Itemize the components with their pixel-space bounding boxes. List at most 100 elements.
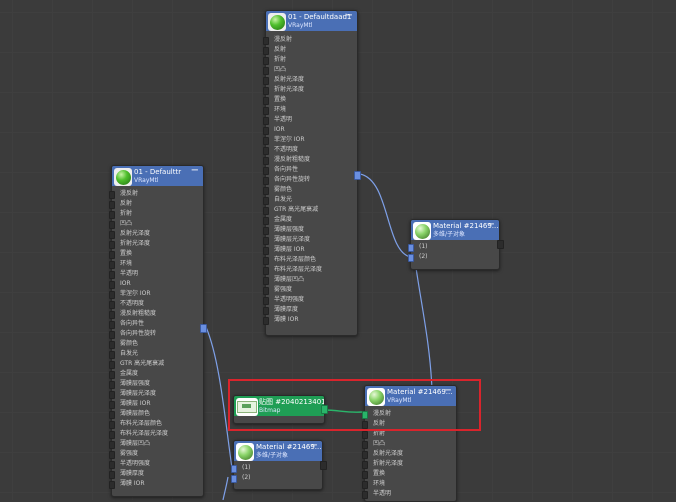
slot[interactable]: 薄膜厚度	[109, 469, 203, 479]
slot[interactable]: 反射	[263, 45, 357, 55]
slot[interactable]: IOR	[109, 279, 203, 289]
slot[interactable]: 折射	[109, 209, 203, 219]
slot[interactable]: (2)	[408, 252, 499, 262]
slot[interactable]: 折射光泽度	[362, 459, 456, 469]
slot[interactable]: 薄膜层凹凸	[109, 439, 203, 449]
slot[interactable]: 折射	[263, 55, 357, 65]
node-bitmap[interactable]: 贴图 #2040213401 ... Bitmap	[233, 395, 328, 424]
minus-icon[interactable]: −	[344, 10, 353, 21]
slot[interactable]: 凹凸	[263, 65, 357, 75]
slot[interactable]: 布料光泽层光泽度	[263, 265, 357, 275]
slot[interactable]: 不透明度	[263, 145, 357, 155]
slot[interactable]: 菲涅尔 IOR	[109, 289, 203, 299]
slot[interactable]: 自发光	[263, 195, 357, 205]
slot[interactable]: 漫反射粗糙度	[109, 309, 203, 319]
slot[interactable]: GTR 高光尾衰减	[263, 205, 357, 215]
slot[interactable]: 薄膜层凹凸	[263, 275, 357, 285]
slot[interactable]: 折射光泽度	[109, 239, 203, 249]
slot[interactable]: 折射光泽度	[263, 85, 357, 95]
slot[interactable]: 布料光泽层颜色	[263, 255, 357, 265]
slot[interactable]: 折射	[362, 429, 456, 439]
minus-icon[interactable]: −	[443, 385, 452, 396]
output-socket[interactable]	[321, 405, 328, 414]
wire-left-to-multi-bottom	[205, 326, 233, 469]
slot[interactable]: 薄膜厚度	[263, 305, 357, 315]
slot[interactable]: (1)	[231, 463, 322, 473]
output-socket[interactable]	[200, 324, 207, 333]
slot[interactable]: 环境	[362, 479, 456, 489]
slot[interactable]: IOR	[263, 125, 357, 135]
slot[interactable]: 布料光泽层光泽度	[109, 429, 203, 439]
slot[interactable]: 各向异性	[109, 319, 203, 329]
slot[interactable]: (1)	[408, 242, 499, 252]
slot[interactable]: 反射光泽度	[263, 75, 357, 85]
node-vraymtl-left[interactable]: 01 - Defaulttr VRayMtl − 漫反射 反射 折射 凹凸 反射…	[109, 165, 207, 497]
slot[interactable]: 置换	[362, 469, 456, 479]
slot[interactable]: 漫反射粗糙度	[263, 155, 357, 165]
slot[interactable]: 雾颜色	[263, 185, 357, 195]
slot[interactable]: 雾颜色	[109, 339, 203, 349]
slot[interactable]: 置换	[109, 249, 203, 259]
slot[interactable]: 薄膜 IOR	[109, 479, 203, 489]
node-multisub-bottom[interactable]: Material #21469... 多维/子对象 − (1) (2)	[231, 440, 327, 490]
slot[interactable]: (2)	[231, 473, 322, 483]
slot[interactable]: 反射	[109, 199, 203, 209]
node-subtitle: 多维/子对象	[256, 452, 289, 459]
slot[interactable]: 环境	[263, 105, 357, 115]
slot[interactable]: 漫反射	[362, 409, 456, 419]
slot[interactable]: 半透明强度	[109, 459, 203, 469]
slot-list: (1) (2)	[231, 461, 322, 483]
slot[interactable]: 各向异性	[263, 165, 357, 175]
node-header[interactable]: Material #21469... 多维/子对象 −	[234, 441, 322, 461]
slot[interactable]: 凹凸	[109, 219, 203, 229]
slot[interactable]: 薄膜层强度	[263, 225, 357, 235]
node-header[interactable]: Material #21469... 多维/子对象 −	[411, 220, 499, 240]
slot[interactable]: 雾强度	[109, 449, 203, 459]
node-subtitle: VRayMtl	[134, 177, 159, 184]
slot[interactable]: 薄膜层强度	[109, 379, 203, 389]
slot[interactable]: 半透明	[109, 269, 203, 279]
slot[interactable]: 薄膜层光泽度	[109, 389, 203, 399]
output-socket[interactable]	[320, 461, 327, 470]
slot[interactable]: 半透明	[362, 489, 456, 499]
slot[interactable]: 反射	[362, 419, 456, 429]
slot[interactable]: 雾强度	[263, 285, 357, 295]
slot[interactable]: 半透明强度	[263, 295, 357, 305]
slot[interactable]: 自发光	[109, 349, 203, 359]
output-socket[interactable]	[354, 171, 361, 180]
slot[interactable]: 反射光泽度	[362, 449, 456, 459]
node-header[interactable]: 01 - Defaulttr VRayMtl −	[112, 166, 203, 186]
slot[interactable]: 薄膜 IOR	[263, 315, 357, 325]
node-multisub-right[interactable]: Material #21469... 多维/子对象 − (1) (2)	[408, 219, 504, 270]
slot[interactable]: GTR 高光尾衰减	[109, 359, 203, 369]
slot[interactable]: 各向异性旋转	[263, 175, 357, 185]
slot[interactable]: 布料光泽层颜色	[109, 419, 203, 429]
slot[interactable]: 薄膜层颜色	[109, 409, 203, 419]
slot[interactable]: 薄膜层 IOR	[263, 245, 357, 255]
output-socket[interactable]	[497, 240, 504, 249]
slot[interactable]: 漫反射	[109, 189, 203, 199]
node-header[interactable]: Material #21469... VRayMtl −	[365, 386, 456, 406]
slot[interactable]: 置换	[263, 95, 357, 105]
slot[interactable]: 金属度	[109, 369, 203, 379]
minus-icon[interactable]: −	[309, 440, 318, 451]
slot[interactable]: 反射光泽度	[109, 229, 203, 239]
node-vraymtl-bottom[interactable]: Material #21469... VRayMtl − 漫反射 反射 折射 凹…	[362, 385, 457, 502]
slot[interactable]: 金属度	[263, 215, 357, 225]
minus-icon[interactable]: −	[486, 219, 495, 230]
wire-top-to-multi-right	[359, 173, 411, 258]
slot[interactable]: 不透明度	[109, 299, 203, 309]
slot[interactable]: 薄膜层光泽度	[263, 235, 357, 245]
slot[interactable]: 薄膜层 IOR	[109, 399, 203, 409]
node-header[interactable]: 贴图 #2040213401 ... Bitmap	[234, 396, 324, 416]
slot[interactable]: 各向异性旋转	[109, 329, 203, 339]
node-header[interactable]: 01 - Defaultdaad1 VRayMtl −	[266, 11, 357, 31]
slot[interactable]: 菲涅尔 IOR	[263, 135, 357, 145]
slot[interactable]: 环境	[109, 259, 203, 269]
slot[interactable]: 漫反射	[263, 35, 357, 45]
node-title: Material #21469...	[256, 443, 322, 451]
node-vraymtl-top[interactable]: 01 - Defaultdaad1 VRayMtl − 漫反射 反射 折射 凹凸…	[263, 10, 361, 336]
slot[interactable]: 凹凸	[362, 439, 456, 449]
slot[interactable]: 半透明	[263, 115, 357, 125]
minus-icon[interactable]: −	[190, 165, 199, 176]
